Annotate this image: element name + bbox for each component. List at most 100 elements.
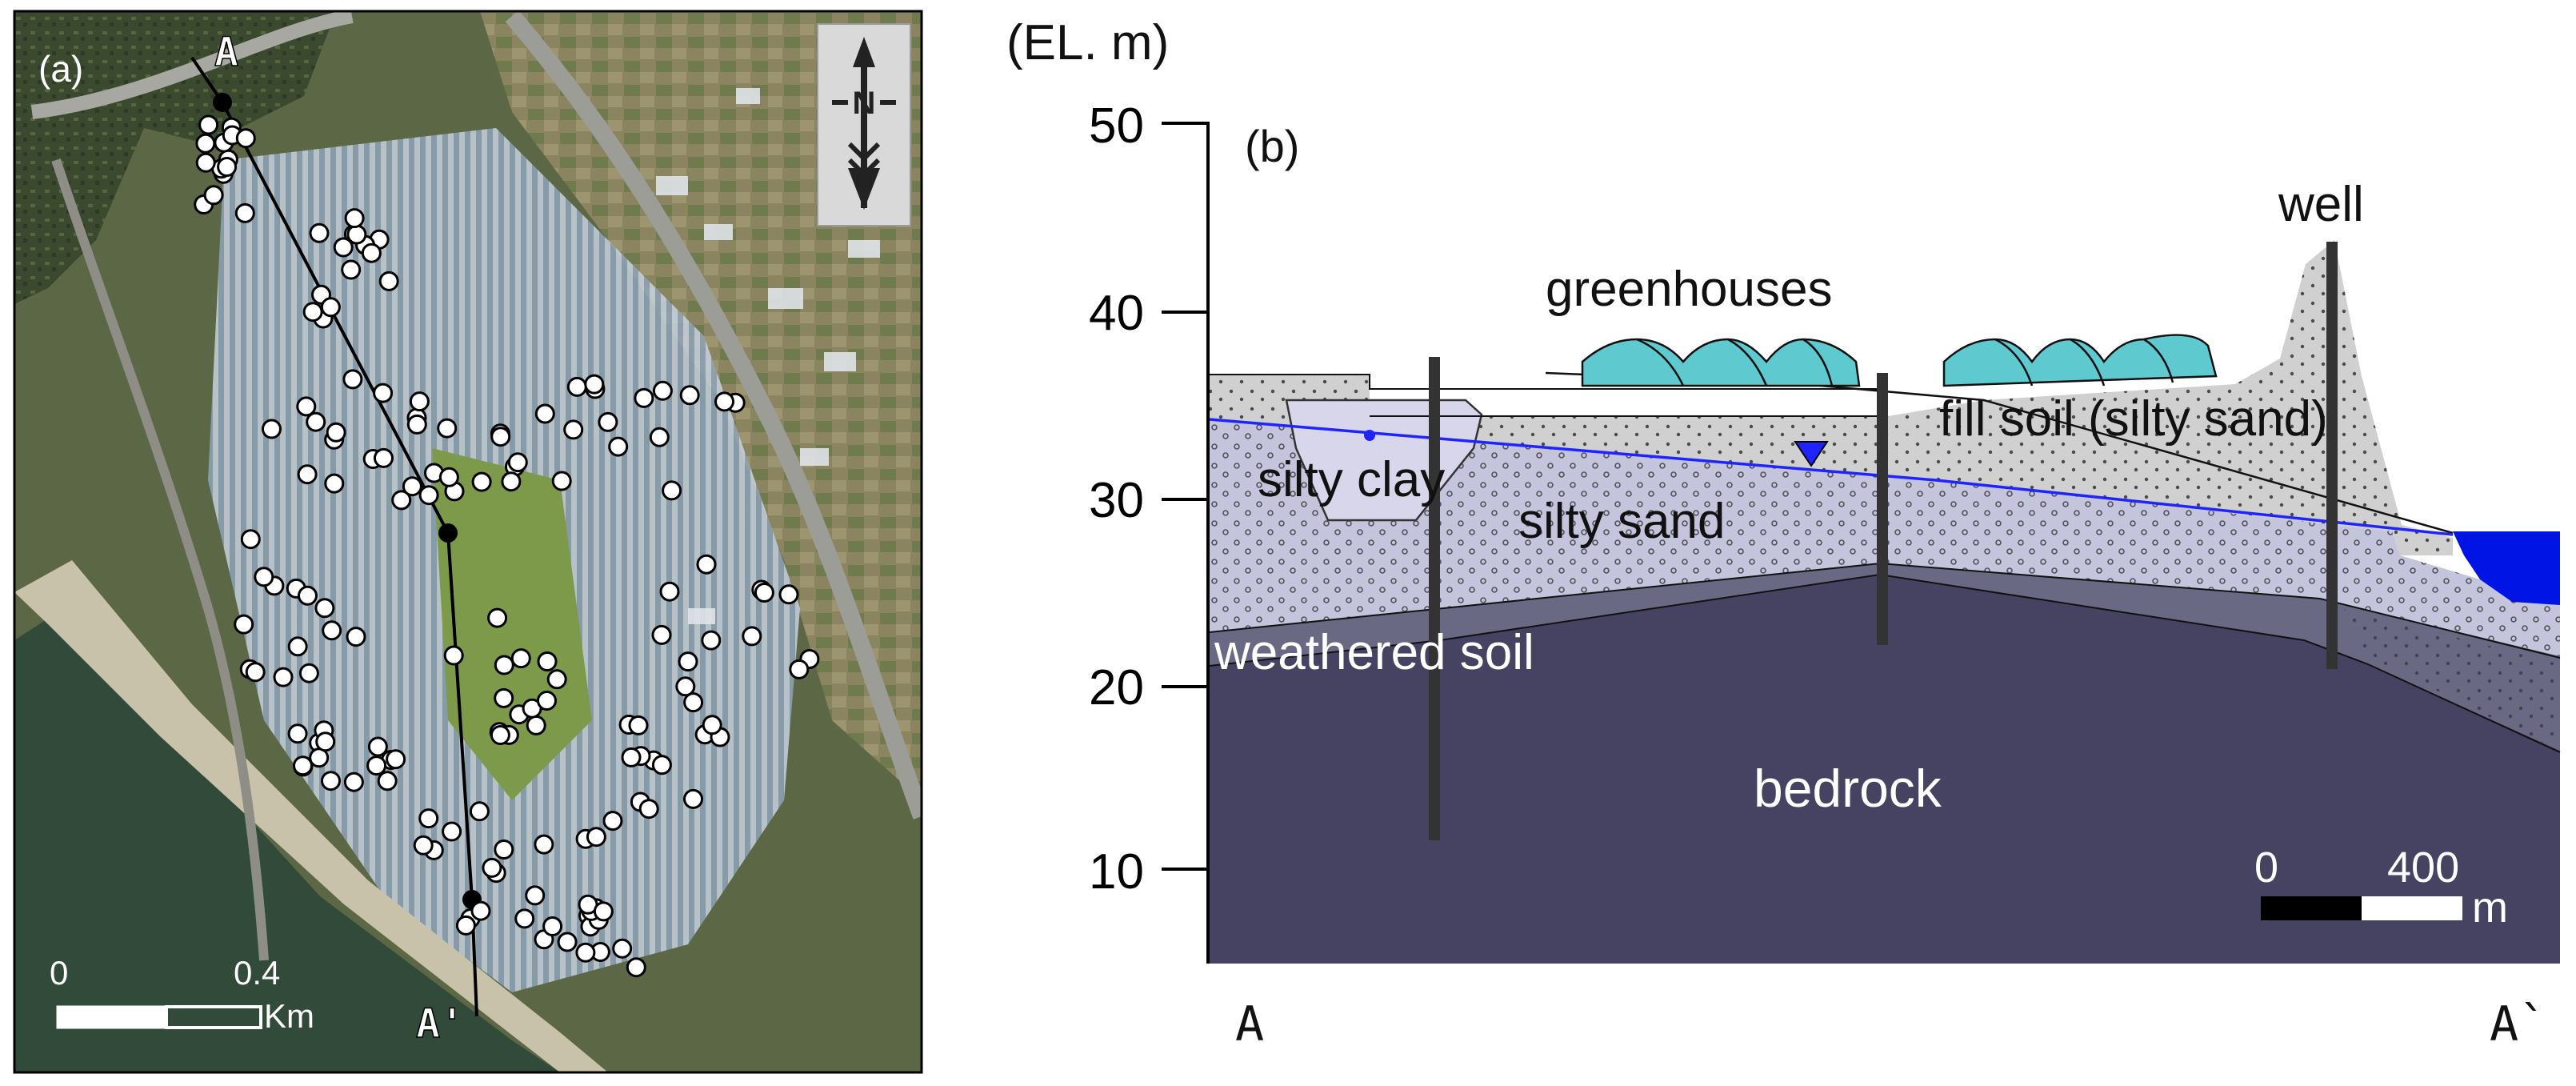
well-marker [293,755,313,776]
aerial-map-panel [14,11,922,1072]
well-marker [443,645,464,666]
weathered-soil-label: weathered soil [1214,625,1534,680]
well-marker [326,422,346,443]
bedrock-top-boundary [1209,573,2561,753]
water-table-symbol-icon [1794,441,1829,467]
well-marker [598,411,618,432]
section-scale-unit: m [2472,884,2508,932]
well-marker [321,771,341,791]
well-marker [342,369,363,390]
well-marker [602,811,623,832]
well-marker [198,114,219,135]
well-marker [501,471,522,492]
well-marker [701,630,722,651]
well-marker [626,957,646,978]
well-marker [593,901,614,922]
well-marker [314,598,335,619]
well-marker [245,662,266,683]
well-marker [742,626,762,647]
well-marker [662,480,682,501]
well-marker [534,834,554,855]
section-scale-bar: 0 400 m [2254,844,2508,932]
well-markers [194,114,820,978]
fill-soil-label: fill soil (silty sand) [1939,391,2328,447]
well-marker [546,669,567,690]
well-marker [470,900,491,921]
well-marker [235,128,256,149]
well-marker [378,270,399,291]
well-marker [409,391,430,412]
section-start-label: A [1235,996,1264,1052]
scale-unit: Km [264,997,314,1035]
forest-area [14,11,336,304]
borehole-2 [1877,373,1888,645]
well-marker [678,651,698,672]
well-marker [778,584,799,605]
scale-value: 0.4 [234,954,280,992]
well-marker [346,627,366,647]
ground-outline [1210,374,1888,390]
green-fields [432,448,592,800]
greenhouse-group [1942,334,2218,387]
borehole-1 [1429,357,1440,840]
silty-sand-label: silty sand [1518,494,1725,549]
well-marker [557,932,578,952]
well-marker [537,691,557,711]
well-marker [510,648,531,669]
well-marker [683,692,704,713]
well-marker [652,380,673,401]
well-marker [438,467,459,487]
well-marker [402,476,422,497]
well-marker [608,436,629,457]
well-marker [469,801,490,822]
well-marker [306,411,326,432]
road-left [51,158,269,961]
weathered-top-boundary [1209,562,2561,659]
y-tick-label: 40 [1089,286,1144,341]
profile-nodes [213,93,482,909]
well-borehole [2326,242,2338,669]
well-marker [563,419,584,440]
well-marker [418,485,439,506]
well-marker [297,464,318,485]
well-marker [789,659,810,679]
weathered-texture [2344,608,2560,752]
well-marker [634,387,654,408]
levee [14,560,608,1072]
y-tick-label: 50 [1089,98,1144,154]
well-marker [584,374,605,395]
well-marker [302,302,323,323]
y-tick-label: 20 [1089,660,1144,715]
well-marker [514,908,535,929]
well-marker [333,237,354,258]
well-marker [551,471,572,491]
section-scale-value: 400 [2387,844,2459,892]
well-marker [234,202,255,223]
highway-top [30,11,354,119]
panel-b-label: (b) [1245,121,1299,171]
well-marker [320,297,341,318]
well-marker [525,885,546,906]
y-ticks: 50 40 30 20 10 [1089,98,1208,900]
village-buildings [656,88,880,624]
well-marker [437,418,458,439]
well-marker [262,419,282,439]
well-marker [638,799,659,820]
well-marker [494,655,514,675]
well-marker [373,383,394,403]
river-water [2453,531,2560,605]
well-marker [374,447,394,468]
well-marker [366,755,387,776]
scale-zero: 0 [50,954,68,992]
well-marker [377,771,398,791]
silty-clay-label: silty clay [1258,452,1445,507]
well-marker [649,427,670,447]
well-marker [526,715,546,735]
well-marker [298,663,319,683]
well-marker [537,651,558,671]
well-marker [566,376,587,397]
well-marker [482,857,502,878]
well-marker [702,715,722,735]
profile-node [213,93,232,112]
